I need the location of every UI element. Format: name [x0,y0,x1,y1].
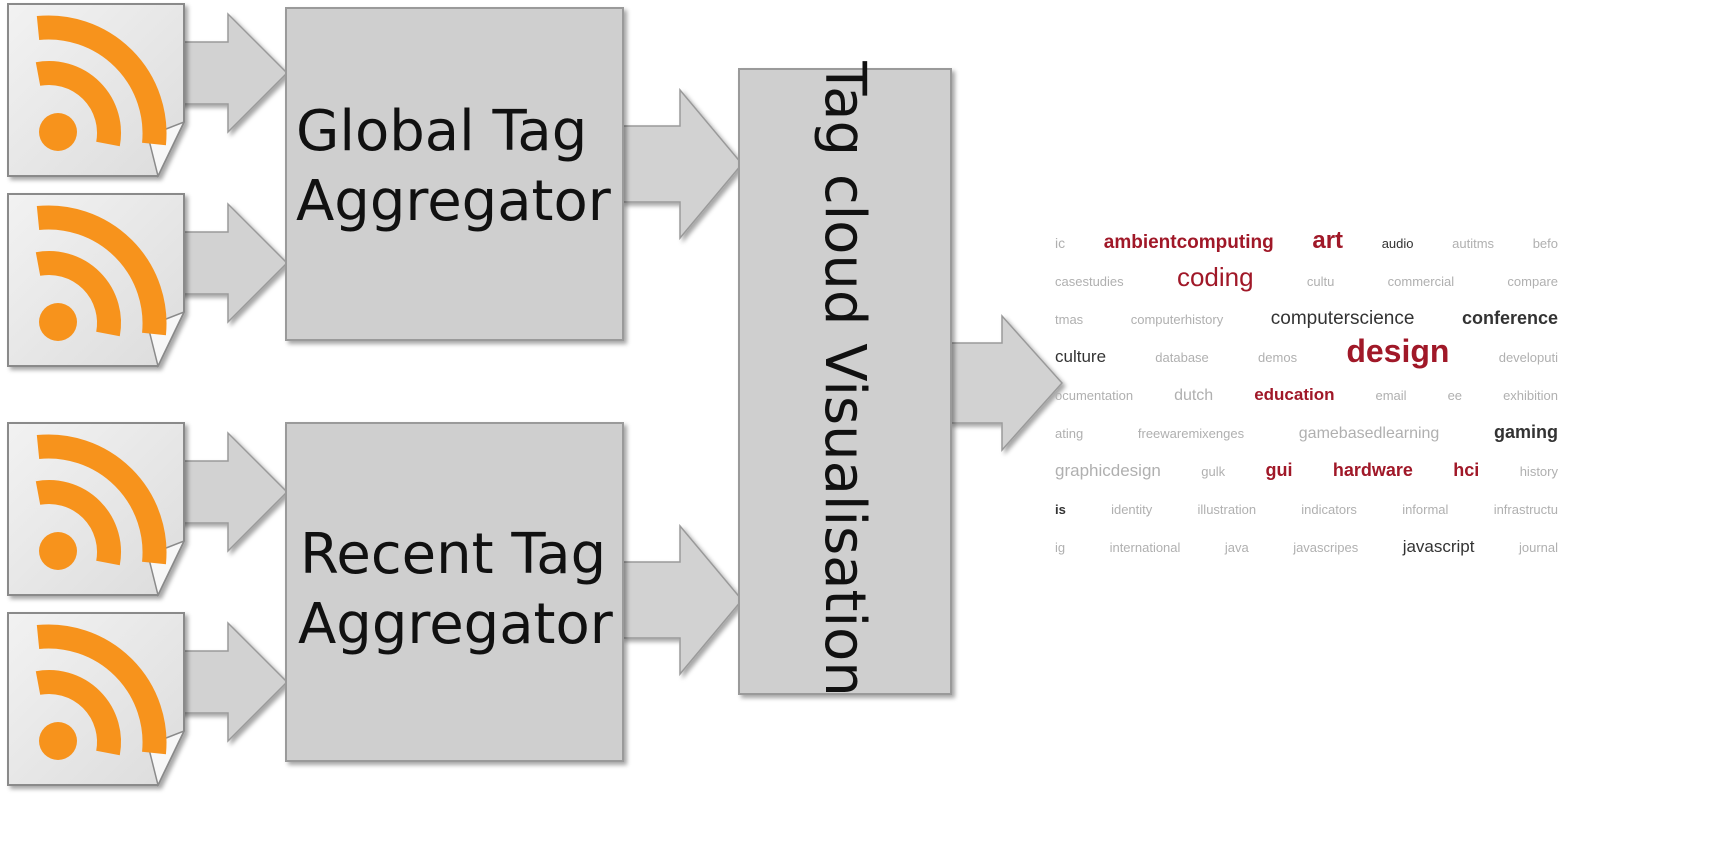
tag-cloud-tag[interactable]: ic [1055,235,1065,251]
tag-cloud-tag[interactable]: cultu [1307,274,1334,289]
tag-cloud-tag[interactable]: dutch [1174,387,1213,404]
tag-cloud-tag[interactable]: ig [1055,540,1065,555]
tag-cloud-row: culture database demos design developuti [1055,333,1558,369]
tag-cloud: ic ambientcomputing art audio autitms befo cas… [1055,227,1558,556]
tag-cloud-tag[interactable]: javascripes [1292,540,1359,555]
tag-cloud-tag[interactable]: journal [1518,540,1558,555]
rss-feed-icon [8,4,184,176]
tag-cloud-tag[interactable]: gamebasedlearning [1299,425,1440,442]
tag-cloud-tag[interactable]: international [1110,540,1181,555]
tag-cloud-tag[interactable]: email [1376,388,1407,403]
tag-cloud-tag[interactable]: ating [1055,426,1083,441]
tag-cloud-tag[interactable]: casestudies [1055,274,1124,289]
tag-cloud-tag[interactable]: identity [1111,502,1153,517]
global-box-line2: Aggregator [296,169,612,234]
tag-cloud-tag[interactable]: tmas [1055,312,1084,327]
tag-cloud-tag[interactable]: art [1312,227,1343,254]
tag-cloud-tag[interactable]: history [1520,464,1559,479]
tag-cloud-tag[interactable]: javascript [1402,537,1475,556]
tag-cloud-row: ocumentation dutch education email ee exhibit… [1055,385,1558,404]
tag-cloud-tag[interactable]: java [1224,540,1250,555]
tag-cloud-tag[interactable]: gaming [1494,422,1558,442]
tag-cloud-tag[interactable]: is [1055,502,1066,517]
tag-cloud-tag[interactable]: ambientcomputing [1104,232,1274,253]
tag-cloud-tag[interactable]: education [1254,385,1334,404]
tag-cloud-tag[interactable]: commercial [1388,274,1455,289]
tag-cloud-tag[interactable]: developuti [1499,350,1558,365]
arrow-feed3-to-recent [175,431,289,553]
tag-cloud-tag[interactable]: graphicdesign [1055,461,1161,480]
tag-cloud-tag[interactable]: database [1155,350,1209,365]
visualisation-box-label: Tag cloud Visualisation [812,60,877,697]
tag-cloud-tag[interactable]: ee [1448,388,1462,403]
arrow-feed1-to-global [175,12,289,134]
tag-cloud-tag[interactable]: freewaremixenges [1138,426,1245,441]
tag-cloud-tag[interactable]: ocumentation [1055,388,1133,403]
tag-cloud-row: tmas computerhistory computerscience confer… [1055,308,1558,329]
tag-cloud-tag[interactable]: design [1346,333,1449,369]
arrow-feed4-to-recent [175,621,289,743]
tag-cloud-row: casestudies coding cultu commercial compare [1055,262,1558,292]
arrow-global-to-visualisation [621,87,743,241]
recent-box-line1: Recent Tag [300,522,606,587]
recent-tag-aggregator-box: Recent Tag Aggregator [285,422,624,762]
tag-cloud-tag[interactable]: gui [1265,460,1292,480]
tag-cloud-row: is identity illustration indicators informal… [1055,502,1558,517]
feed-arrows [175,12,1064,743]
tag-cloud-tag[interactable]: demos [1258,350,1298,365]
tag-cloud-tag[interactable]: compare [1507,274,1558,289]
rss-feed-icon [8,194,184,366]
tag-cloud-tag[interactable]: computerhistory [1131,312,1224,327]
arrow-visualisation-to-cloud [949,314,1064,452]
rss-feeds [8,4,184,785]
tag-cloud-tag[interactable]: gulk [1201,464,1225,479]
tag-cloud-tag[interactable]: indicators [1301,502,1357,517]
tag-cloud-tag[interactable]: exhibition [1503,388,1558,403]
tag-cloud-tag[interactable]: hardware [1333,460,1413,480]
tag-cloud-row: ating freewaremixenges gamebasedlearning ga… [1055,422,1558,442]
tag-cloud-tag[interactable]: informal [1402,502,1448,517]
tag-cloud-tag[interactable]: computerscience [1271,308,1415,329]
recent-box-line2: Aggregator [298,592,614,657]
arrow-recent-to-visualisation [621,523,743,677]
tag-cloud-tag[interactable]: culture [1055,347,1106,366]
rss-feed-icon [8,613,184,785]
tag-cloud-row: graphicdesign gulk gui hardware hci history [1055,460,1558,480]
tag-cloud-tag[interactable]: audio [1382,236,1414,251]
tag-cloud-tag[interactable]: hci [1453,460,1479,480]
tag-cloud-row: ic ambientcomputing art audio autitms befo [1055,227,1558,254]
tag-cloud-tag[interactable]: coding [1177,262,1254,292]
tag-cloud-tag[interactable]: conference [1462,308,1558,328]
tag-cloud-tag[interactable]: infrastructu [1494,502,1558,517]
tag-cloud-row: ig international java javascripes javascript… [1055,537,1558,556]
tag-cloud-tag[interactable]: befo [1533,236,1558,251]
tag-cloud-visualisation-box: Tag cloud Visualisation [738,60,952,697]
rss-feed-icon [8,423,184,595]
global-box-line1: Global Tag [296,99,587,164]
arrow-feed2-to-global [175,202,289,324]
global-tag-aggregator-box: Global Tag Aggregator [285,7,624,341]
tag-cloud-tag[interactable]: illustration [1198,502,1257,517]
tag-cloud-tag[interactable]: autitms [1452,236,1494,251]
